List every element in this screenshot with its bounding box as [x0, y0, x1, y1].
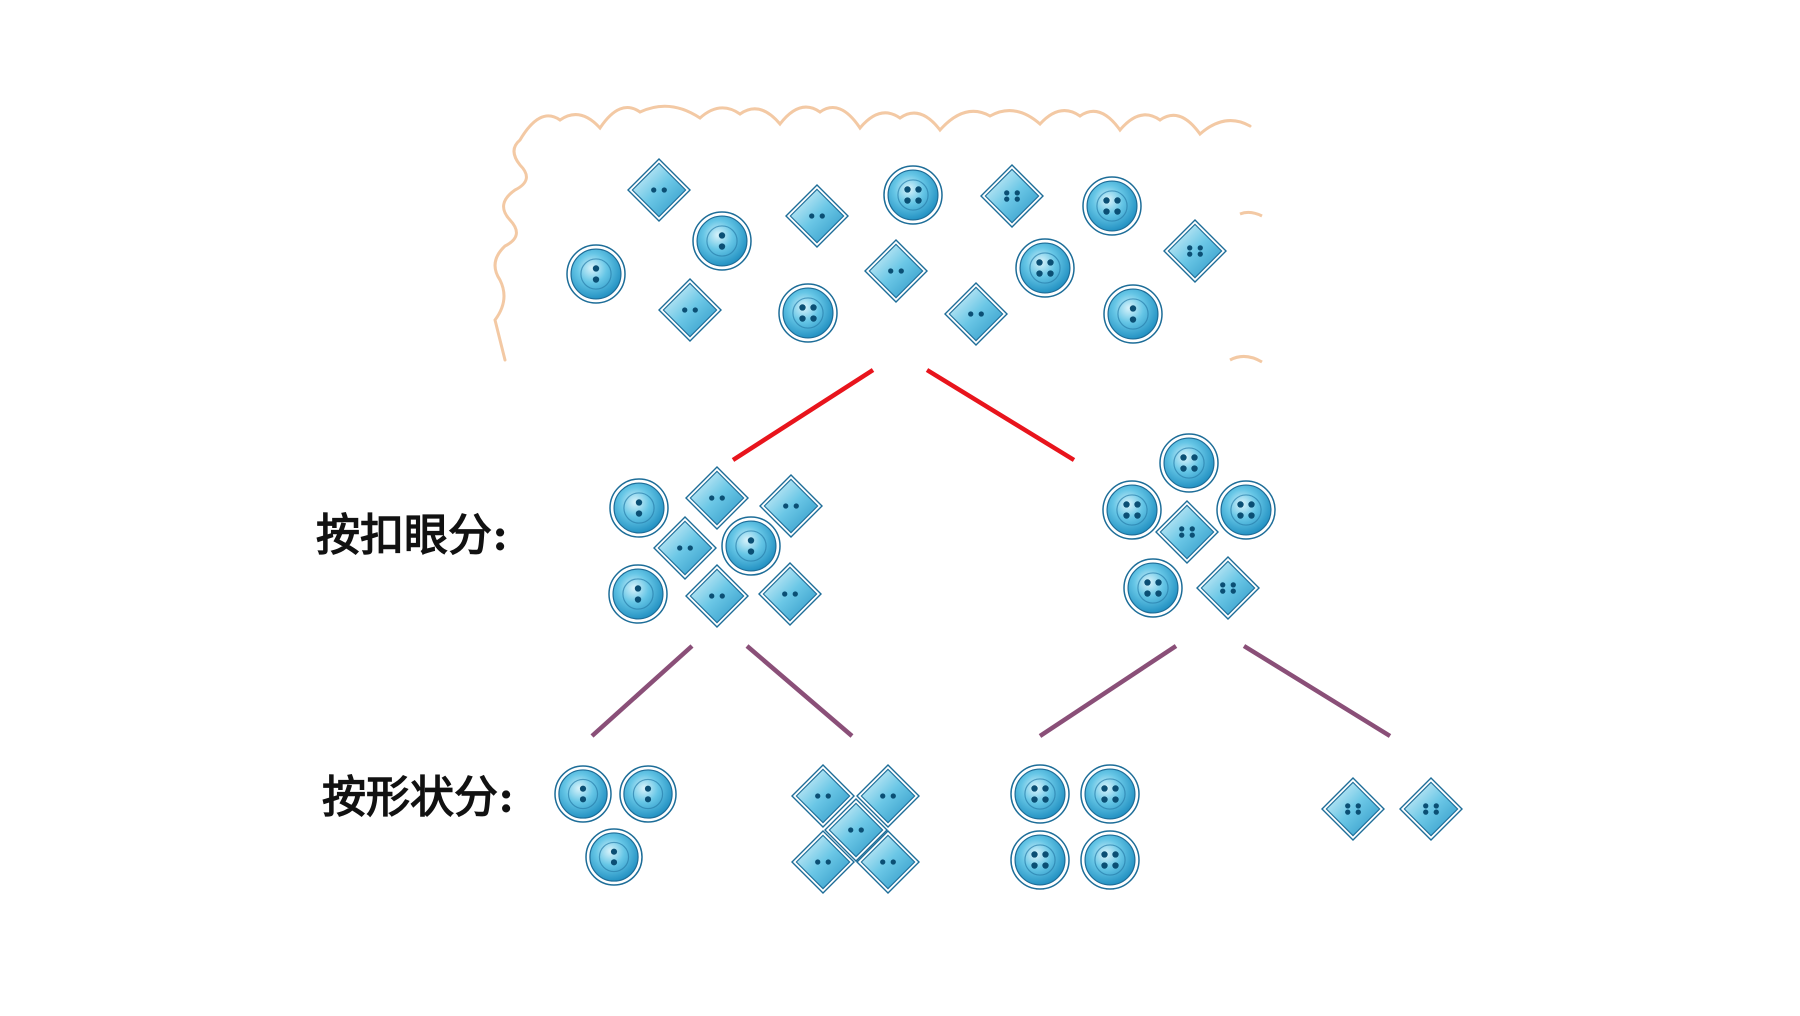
square-button-icon — [759, 474, 823, 538]
tree-connectors — [590, 368, 1392, 738]
square-button-icon — [856, 830, 920, 894]
group-four-holes-round — [1010, 764, 1140, 890]
cloud-fragment — [1229, 210, 1263, 364]
round-button-icon — [585, 828, 643, 886]
square-button-icon — [653, 516, 717, 580]
round-button-icon — [1216, 480, 1276, 540]
connector-right-b — [1242, 644, 1392, 738]
round-button-icon — [1103, 284, 1163, 344]
connector-root-left — [731, 368, 875, 462]
square-button-icon — [791, 830, 855, 894]
square-button-icon — [1321, 777, 1385, 841]
group-two-holes-round — [554, 765, 677, 886]
round-button-icon — [1010, 830, 1070, 890]
connector-left-b — [745, 644, 854, 738]
round-button-icon — [1082, 176, 1142, 236]
square-button-icon — [791, 764, 855, 828]
square-button-icon — [1399, 777, 1463, 841]
round-button-icon — [554, 765, 612, 823]
square-button-icon — [824, 798, 888, 862]
round-button-icon — [608, 564, 668, 624]
connector-root-right — [925, 368, 1076, 462]
round-button-icon — [721, 516, 781, 576]
round-button-icon — [609, 478, 669, 538]
connector-right-a — [1038, 644, 1178, 738]
round-button-icon — [1080, 764, 1140, 824]
round-button-icon — [566, 244, 626, 304]
square-button-icon — [864, 239, 928, 303]
square-button-icon — [658, 278, 722, 342]
square-button-icon — [1163, 219, 1227, 283]
round-button-icon — [883, 165, 943, 225]
connector-left-a — [590, 644, 694, 738]
square-button-icon — [785, 184, 849, 248]
group-four-holes — [1102, 433, 1276, 620]
square-button-icon — [758, 562, 822, 626]
square-button-icon — [1155, 500, 1219, 564]
round-button-icon — [1010, 764, 1070, 824]
square-button-icon — [944, 282, 1008, 346]
group-two-holes-square — [791, 764, 920, 894]
square-button-icon — [685, 564, 749, 628]
square-button-icon — [1196, 556, 1260, 620]
cloud-outline — [493, 104, 1252, 362]
round-button-icon — [1080, 830, 1140, 890]
round-button-icon — [1123, 558, 1183, 618]
round-button-icon — [778, 283, 838, 343]
round-button-icon — [619, 765, 677, 823]
label-by-holes: 按扣眼分: — [316, 510, 509, 561]
buttons-layer — [554, 158, 1463, 894]
round-button-icon — [1015, 238, 1075, 298]
round-button-icon — [1102, 480, 1162, 540]
label-by-shape: 按形状分: — [322, 772, 515, 823]
square-button-icon — [627, 158, 691, 222]
group-all-buttons — [566, 158, 1227, 346]
round-button-icon — [692, 211, 752, 271]
group-four-holes-square — [1321, 777, 1463, 841]
round-button-icon — [1159, 433, 1219, 493]
square-button-icon — [685, 466, 749, 530]
square-button-icon — [980, 164, 1044, 228]
square-button-icon — [856, 764, 920, 828]
group-two-holes — [608, 466, 823, 628]
